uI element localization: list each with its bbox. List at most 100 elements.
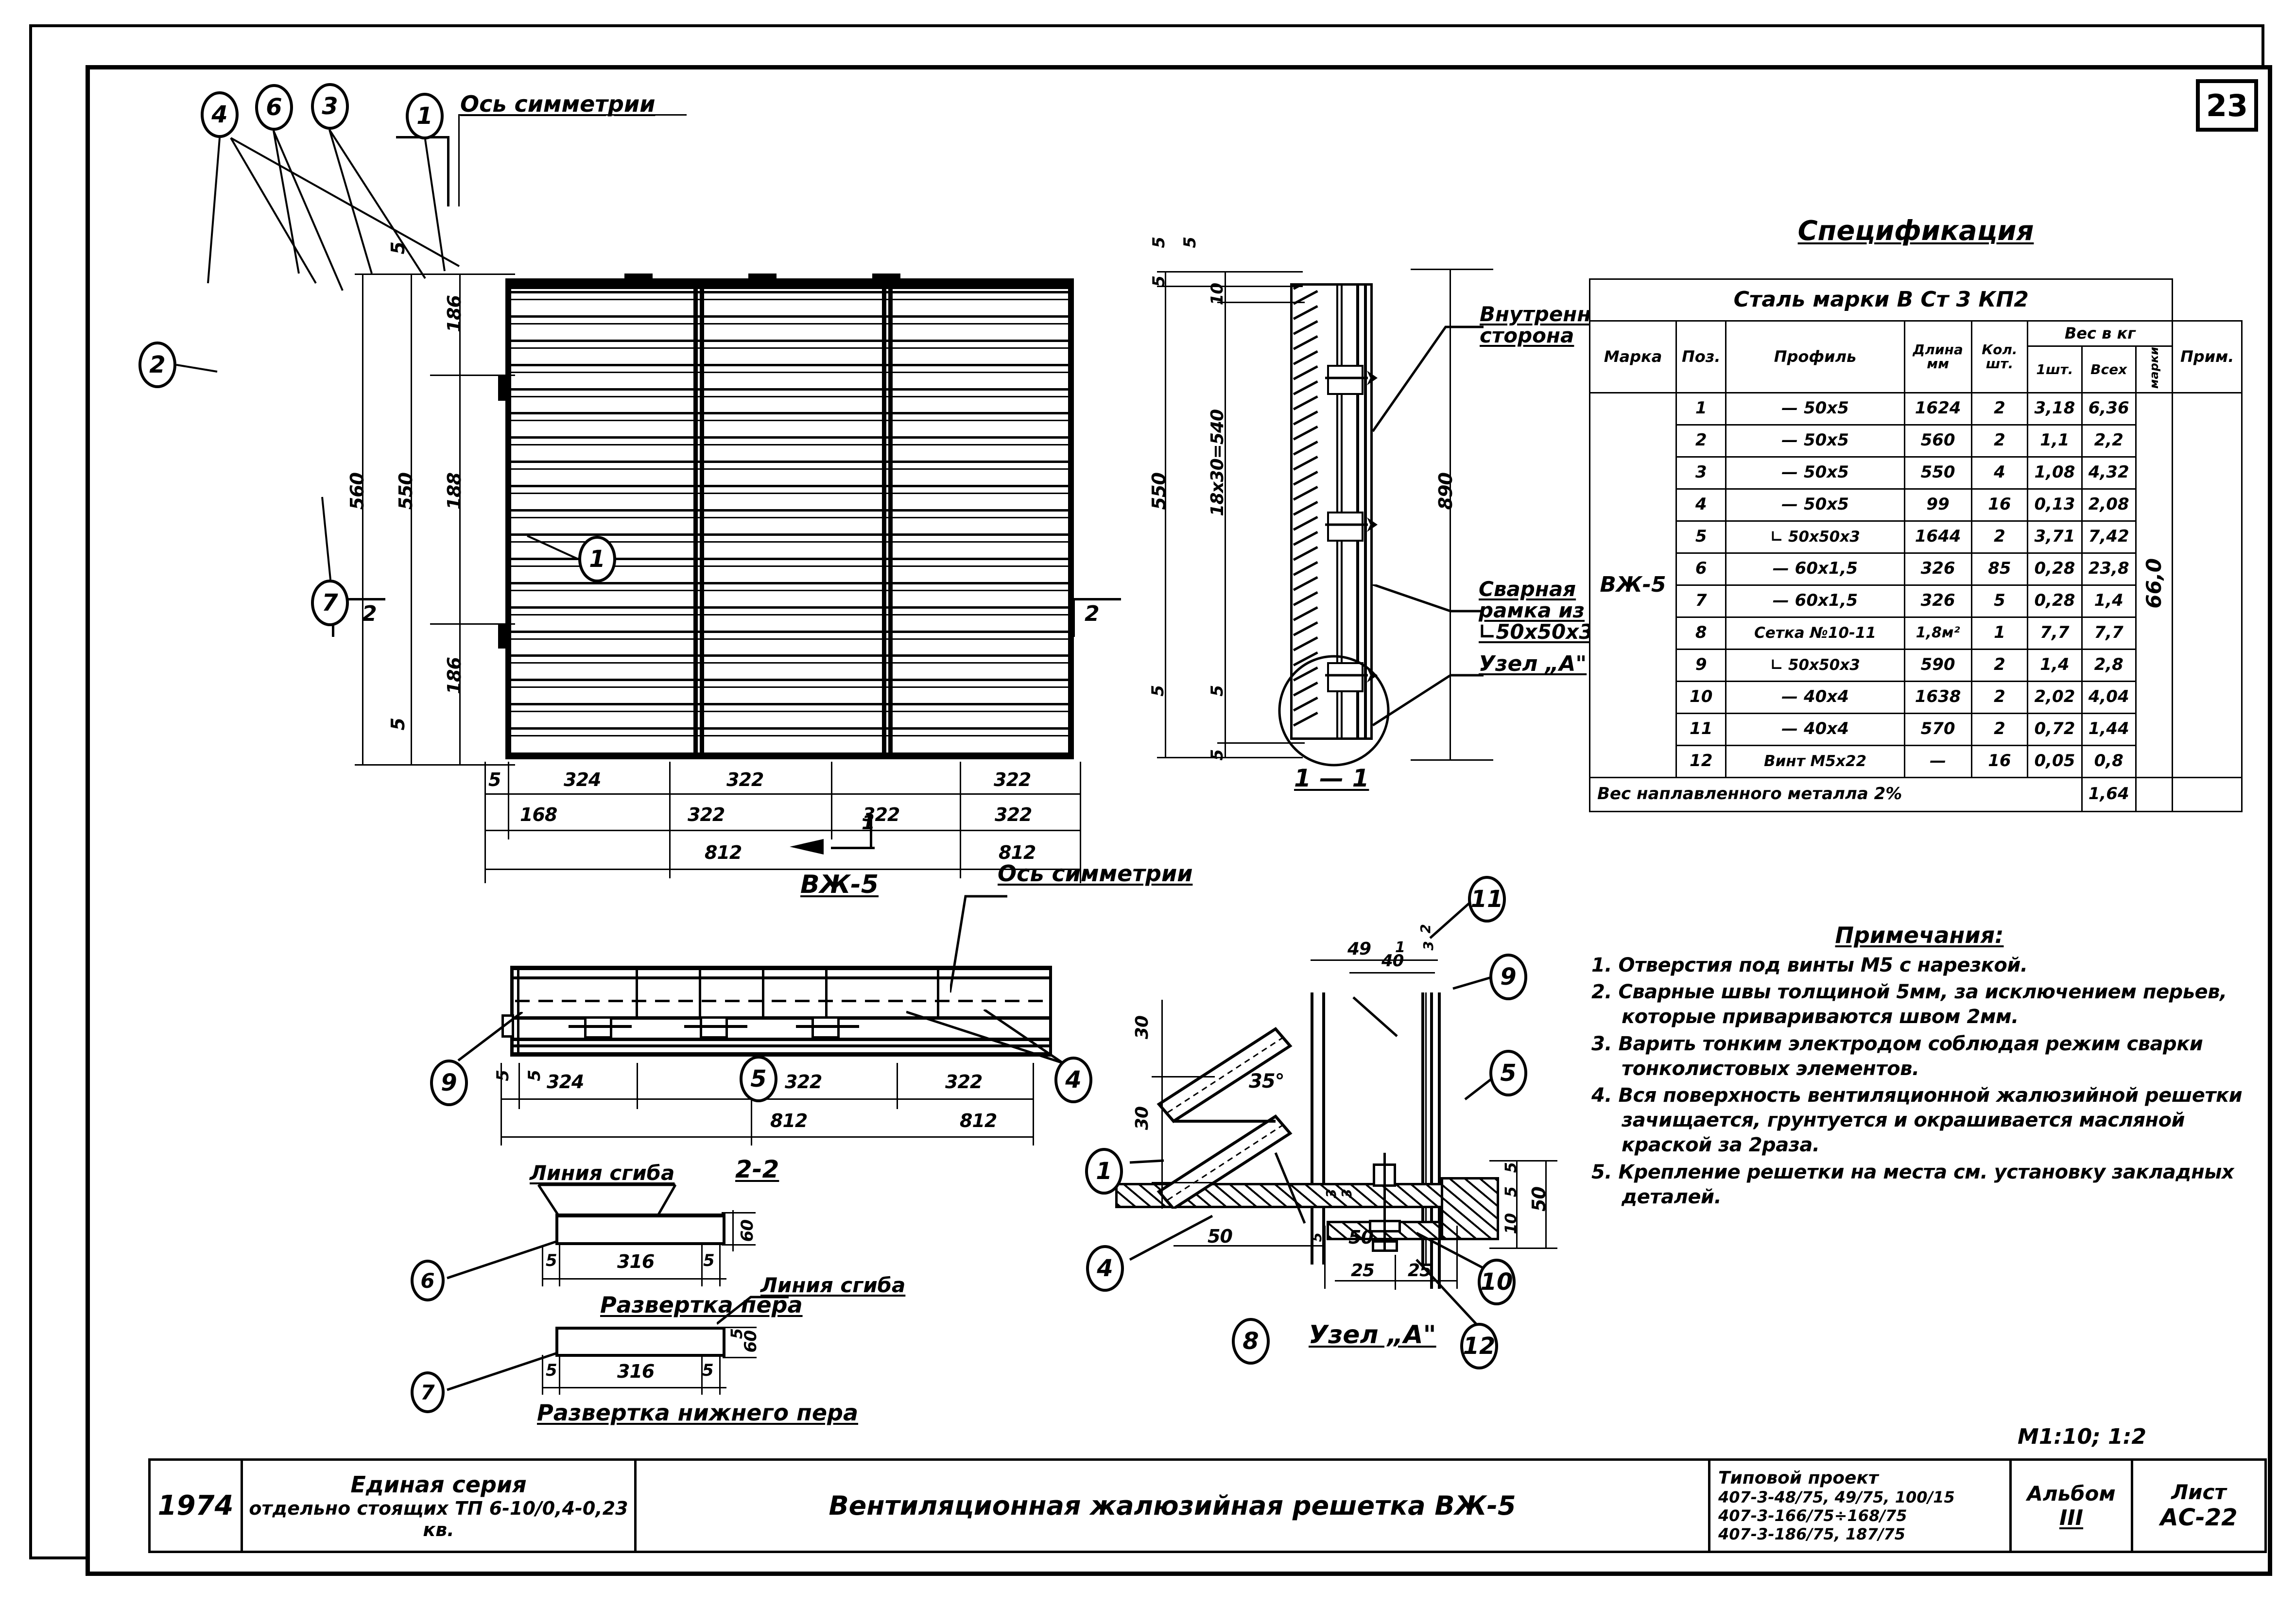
axis-symmetry-label-lower: Ось симметрии: [998, 860, 1193, 887]
spec-title-wrap: Спецификация: [1589, 215, 2243, 247]
spec-v1: 0,13: [2027, 488, 2083, 522]
louver-slat-edge: [511, 735, 1068, 737]
node-a-leader: [1373, 674, 1484, 727]
spec-steel-grade: Сталь марки В Ст 3 КП2: [1588, 278, 2174, 322]
dim-unfoldb-316: 316: [617, 1361, 655, 1382]
callout-1-right: 1: [578, 536, 616, 582]
top-tab-3: [872, 274, 900, 281]
dim-unfold-5a: 5: [546, 1251, 557, 1270]
spec-dlina: 560: [1903, 424, 1972, 458]
spec-header-kol: Кол. шт.: [1970, 320, 2029, 393]
louver-slat: [511, 703, 1068, 706]
callout-11-node: 11: [1468, 876, 1506, 923]
dim-s22-322b: 322: [945, 1071, 983, 1093]
section-hatch-line: [1293, 395, 1318, 410]
louver-slat-edge: [511, 395, 1068, 397]
sheet-inner-frame: 23 4 6 3 1 2 1 7: [86, 65, 2272, 1576]
specification-table: Сталь марки В Ст 3 КП2 Марка Поз. Профил…: [1588, 278, 2243, 812]
section-hatch-line: [1293, 380, 1318, 395]
spec-profil: — 60х1,5: [1725, 552, 1905, 586]
spec-poz: 11: [1675, 712, 1727, 746]
spec-kol: 16: [1970, 488, 2029, 522]
callout-4-leader: [906, 1009, 1064, 1064]
section-mark-2-right: 2: [1085, 601, 1100, 626]
dim-unfold-5b: 5: [703, 1251, 715, 1270]
spec-poz: 7: [1675, 584, 1727, 618]
dim-bot3-812a: 812: [705, 842, 742, 863]
spec-profil: — 40х4: [1725, 712, 1905, 746]
section-mark-1-bottom: 1: [862, 812, 875, 834]
top-tab-1: [624, 274, 653, 281]
dim-unfold-316: 316: [617, 1251, 655, 1272]
spec-v1: 3,71: [2027, 520, 2083, 554]
spec-header-ves: Вес в кг: [2027, 320, 2174, 347]
welded-frame-label: Сварная рамка из ∟50х50х3: [1479, 577, 1593, 644]
spec-kol: 2: [1970, 392, 2029, 426]
section-mark-2-left: 2: [362, 601, 377, 626]
table-row: 2 — 50х5 560 2 1,1 2,2: [1590, 424, 2242, 458]
dim-unfold-60: 60: [738, 1220, 757, 1242]
page-number-box: 23: [2196, 79, 2258, 132]
dim-node-49: 49: [1347, 939, 1371, 959]
album-label: Альбом: [2027, 1481, 2116, 1505]
section-hatch-line: [1293, 350, 1318, 365]
dim-s11-5b: 5: [1180, 237, 1200, 248]
spec-kol: 2: [1970, 680, 2029, 714]
dim-bot3-812b: 812: [999, 842, 1036, 863]
callout-7-unfold: 7: [411, 1371, 445, 1413]
spec-poz: 8: [1675, 616, 1727, 650]
louver-slat: [511, 461, 1068, 463]
spec-vall: 2,2: [2081, 424, 2137, 458]
spec-header-poz: Поз.: [1675, 320, 1727, 393]
dim-s11-890: 890: [1435, 473, 1456, 510]
louver-slat-edge: [511, 299, 1068, 300]
leader-lines-main: [176, 129, 579, 580]
louver-slat: [511, 727, 1068, 730]
louver-slat: [511, 557, 1068, 560]
callout-10-node: 10: [1478, 1259, 1516, 1305]
callout-7-bottom: 7: [311, 580, 349, 626]
screw-symbol-2: [1325, 517, 1378, 532]
sheet-value: АС-22: [2160, 1504, 2238, 1531]
spec-poz: 4: [1675, 488, 1727, 522]
unfold-bottom-feather-shape: [555, 1327, 725, 1357]
section-hatch-line: [1293, 516, 1318, 531]
left-tab-1: [498, 376, 506, 401]
note-item: 3. Варить тонким электродом соблюдая реж…: [1591, 1032, 2203, 1080]
spec-kol: 5: [1970, 584, 2029, 618]
louver-slat: [511, 436, 1068, 439]
spec-header-ves-1sht: 1шт.: [2027, 345, 2083, 393]
section-1-1-view: [1290, 283, 1373, 740]
dim-s11-5e: 5: [1208, 685, 1227, 697]
spec-profil: — 40х4: [1725, 680, 1905, 714]
dim-s11-5c: 5: [1149, 276, 1169, 287]
spec-poz: 5: [1675, 520, 1727, 554]
notes-title: Примечания:: [1835, 922, 2004, 948]
spec-vall: 6,36: [2081, 392, 2137, 426]
louver-slat-edge: [511, 493, 1068, 495]
louver-slat-edge: [511, 420, 1068, 422]
sheet-outer-frame: 23 4 6 3 1 2 1 7: [29, 24, 2272, 1576]
project-line1: 407-3-48/75, 49/75, 100/15: [1718, 1488, 1955, 1506]
louver-slat: [511, 606, 1068, 609]
spec-vall: 0,8: [2081, 744, 2137, 778]
section-hatch-line: [1293, 410, 1318, 426]
louver-slat: [511, 363, 1068, 366]
section-hatch-line: [1293, 501, 1318, 516]
section-2-2-view: [501, 966, 1052, 1063]
project-label: Типовой проект: [1718, 1468, 1879, 1488]
inner-side-leader: [1373, 325, 1484, 432]
louver-slat: [511, 533, 1068, 536]
spec-vall: 7,7: [2081, 616, 2137, 650]
spec-profil: Сетка №10-11: [1725, 616, 1905, 650]
spec-marka-value: ВЖ-5: [1588, 392, 1677, 778]
section-1-1-caption: 1 — 1: [1294, 764, 1369, 792]
spec-kol: 2: [1970, 648, 2029, 682]
unfold-bottom-caption: Развертка нижнего пера: [537, 1400, 859, 1426]
main-elevation-view: [505, 278, 1074, 759]
dim-bot-168: 168: [520, 804, 557, 825]
louver-slat: [511, 630, 1068, 633]
callout-4-sec22: 4: [1054, 1057, 1092, 1103]
project-line2: 407-3-166/75÷168/75: [1718, 1506, 1907, 1525]
dim-s22-812b: 812: [960, 1110, 997, 1131]
